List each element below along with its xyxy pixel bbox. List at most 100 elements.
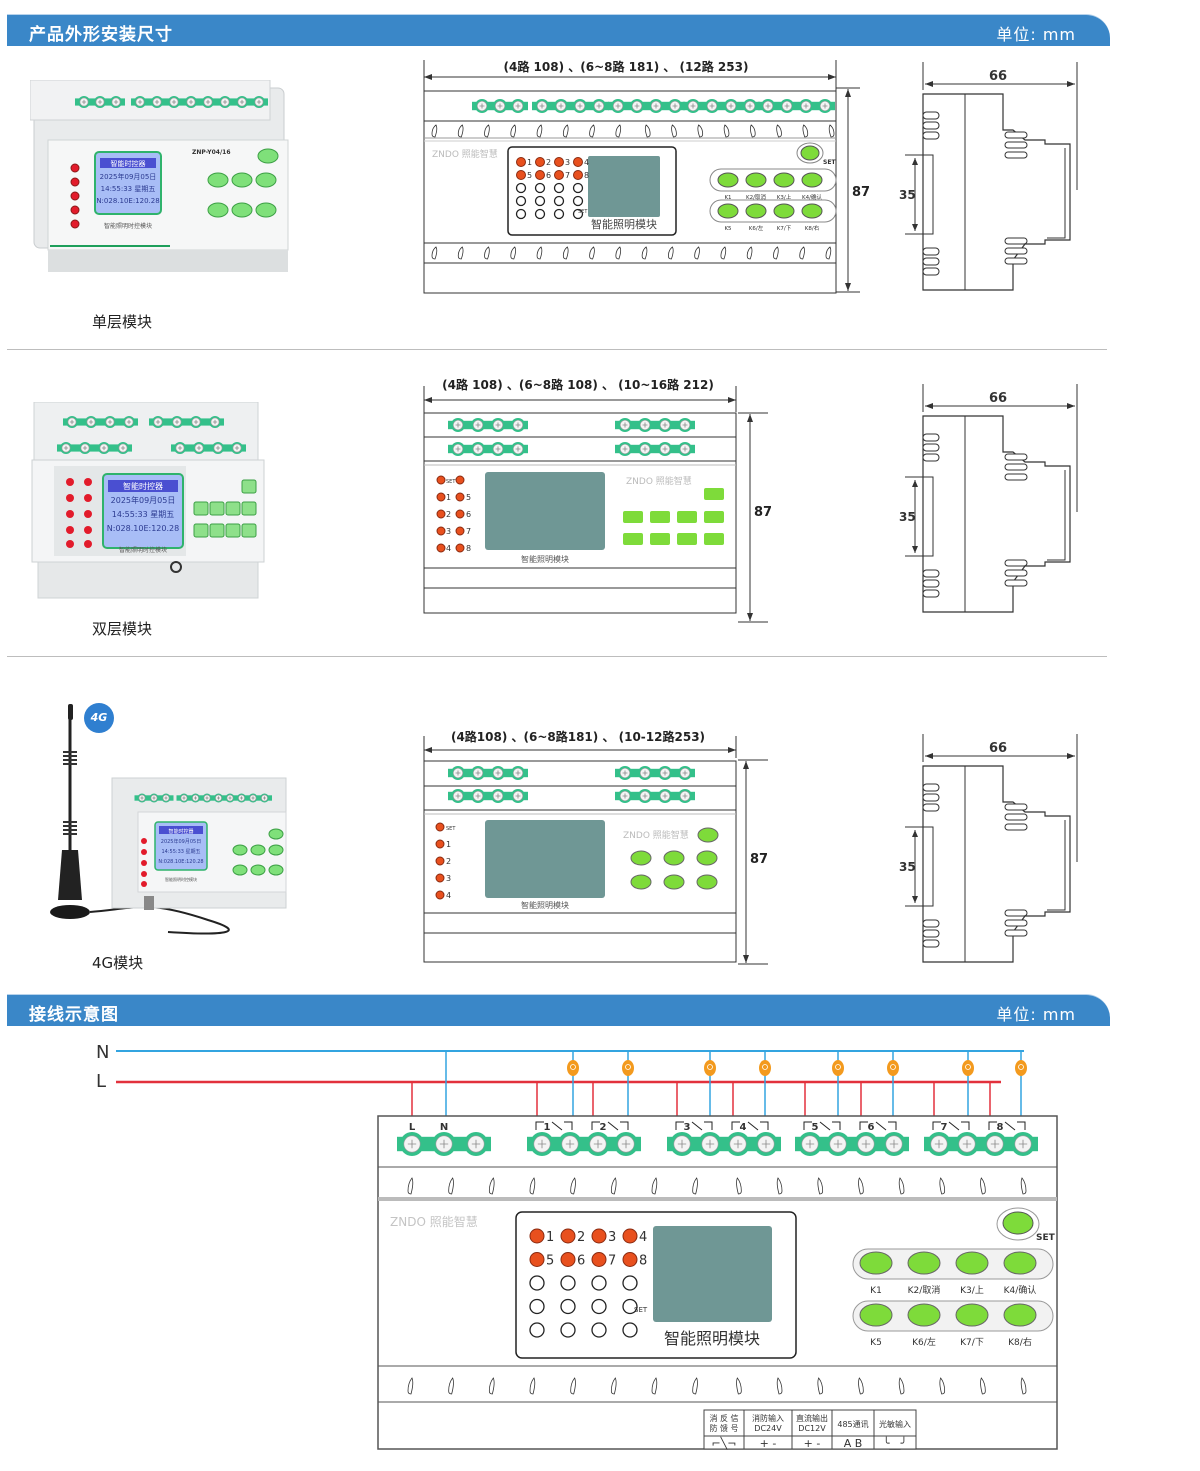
label: K4/确认 <box>1004 1284 1037 1296</box>
label: K8/右 <box>805 224 820 232</box>
indicator-led <box>591 1322 607 1338</box>
indicator-led <box>455 509 465 519</box>
function-key <box>955 1303 989 1327</box>
vent-slot <box>457 124 464 138</box>
indicator-led <box>529 1322 545 1338</box>
indicator-led <box>572 195 584 207</box>
svg-text:N:028.10E:120.28: N:028.10E:120.28 <box>107 524 179 533</box>
section-title: 接线示意图 <box>29 1005 119 1025</box>
set-key[interactable] <box>1002 1211 1034 1235</box>
caption-single-layer: 单层模块 <box>92 313 153 331</box>
4g-badge-icon: 4G <box>84 703 114 733</box>
label: K3/上 <box>960 1285 984 1296</box>
indicator-led <box>435 839 445 849</box>
unit-label: 单位: mm <box>996 25 1076 44</box>
vent-slot <box>589 246 595 260</box>
function-key <box>745 203 767 219</box>
product-photo-double-layer: 智能时控器 2025年09月05日 14:55:33 星期五 N:028.10E… <box>30 401 270 602</box>
width-dimension-label: (4路 108) 、(6~8路 181) 、 (12路 253) <box>504 59 749 74</box>
vent-slot <box>776 124 782 138</box>
divider <box>7 349 1107 350</box>
label: 1 <box>527 158 532 167</box>
function-key <box>677 511 697 523</box>
label: K1 <box>870 1286 882 1296</box>
label: SET <box>446 479 456 485</box>
vent-slot <box>799 246 805 260</box>
label: 4 <box>584 158 589 167</box>
indicator-led <box>435 822 445 832</box>
vent-slot <box>529 1377 536 1395</box>
height-dimension-label: 87 <box>754 505 773 520</box>
vent-slot <box>510 246 516 260</box>
label: 1 <box>446 840 451 849</box>
vent-slot <box>773 246 779 260</box>
svg-text:智能时控器: 智能时控器 <box>123 481 163 491</box>
label: K7/下 <box>777 225 792 232</box>
height-dimension-double: 87 <box>738 410 778 625</box>
vent-slot <box>720 246 727 260</box>
vent-slot <box>651 1377 658 1395</box>
indicator-led <box>560 1252 576 1267</box>
vent-slot <box>407 1377 414 1395</box>
label: A B <box>844 1437 863 1450</box>
function-key <box>704 488 724 500</box>
label: 2 <box>446 510 451 519</box>
label: 消 反 信 <box>709 1413 738 1423</box>
label: 7 <box>941 1122 948 1133</box>
label: ╰__╯ <box>883 1436 907 1450</box>
indicator-led <box>455 492 465 502</box>
svg-text:智能照明时控模块: 智能照明时控模块 <box>165 876 197 882</box>
indicator-led <box>553 195 565 207</box>
indicator-led <box>436 543 446 553</box>
svg-text:ZNDO 照能智慧: ZNDO 照能智慧 <box>623 829 689 841</box>
indicator-led <box>534 195 546 207</box>
vent-slot <box>667 246 674 260</box>
label: K3/上 <box>777 193 792 201</box>
din-rail-label: 35 <box>899 188 916 202</box>
vent-slot <box>825 246 832 260</box>
vent-slot <box>407 1177 414 1195</box>
lamp-icon <box>759 1060 771 1076</box>
vent-slot <box>448 1377 454 1395</box>
label: K6/左 <box>912 1336 936 1348</box>
brand-logo: ZNDO 照能智慧 <box>390 1214 478 1229</box>
terminal-table-header <box>873 1409 917 1437</box>
indicator-led <box>535 170 545 180</box>
label: 8 <box>466 544 471 553</box>
label: + - <box>760 1437 777 1450</box>
indicator-led <box>560 1275 576 1291</box>
vent-slot <box>484 124 490 138</box>
function-key <box>859 1251 893 1275</box>
indicator-led <box>534 208 546 220</box>
section-title: 产品外形安装尺寸 <box>29 25 173 45</box>
vent-slot <box>736 1177 742 1195</box>
indicator-led <box>436 526 446 536</box>
lamp-icon <box>622 1060 634 1076</box>
function-key <box>801 172 823 188</box>
function-key <box>704 511 724 523</box>
front-view-4g: (4路108) 、(6~8路181) 、 (10-12路253) 智能照明模块 … <box>418 722 748 972</box>
svg-text:N:028.10E:120.28: N:028.10E:120.28 <box>96 197 159 205</box>
function-key <box>907 1303 941 1327</box>
svg-text:ZNDO 照能智慧: ZNDO 照能智慧 <box>432 148 498 160</box>
label: 5 <box>546 1254 554 1269</box>
function-key <box>650 533 670 545</box>
label: 6 <box>577 1254 585 1269</box>
indicator-led <box>436 492 446 502</box>
lamp-icon <box>567 1060 579 1076</box>
vent-slot <box>562 246 569 260</box>
label: K6/左 <box>749 224 764 232</box>
label: 8 <box>639 1254 647 1269</box>
vent-slot <box>776 1177 783 1195</box>
vent-slot <box>615 246 622 260</box>
indicator-led <box>436 509 446 519</box>
svg-text:14:55:33 星期五: 14:55:33 星期五 <box>161 849 200 855</box>
height-dimension-single: 87 <box>836 85 876 295</box>
indicator-led <box>515 208 527 220</box>
label: 6 <box>546 171 551 180</box>
function-key <box>677 533 697 545</box>
